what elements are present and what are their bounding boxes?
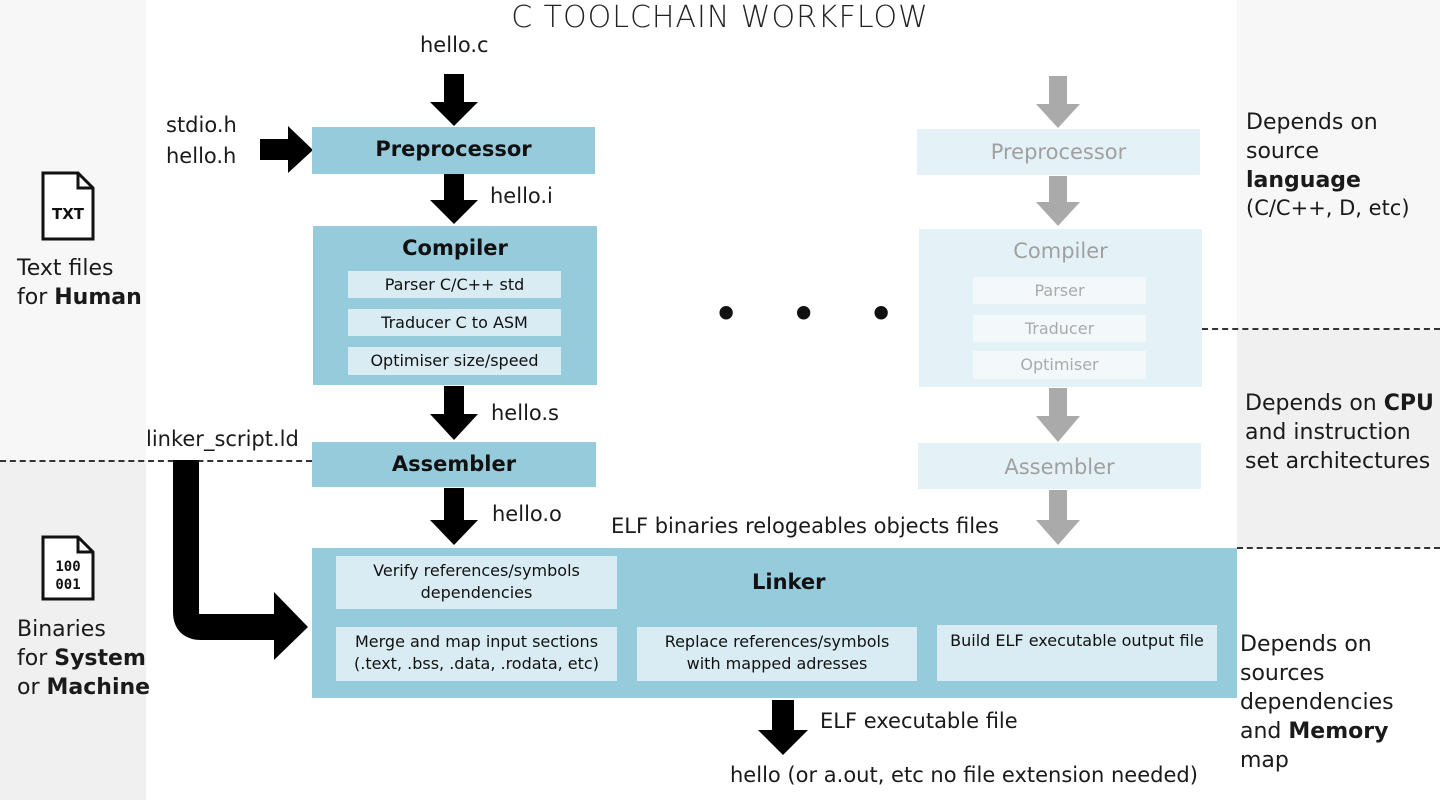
ghost-traducer: Traducer xyxy=(973,315,1146,342)
ghost-optimiser: Optimiser xyxy=(973,351,1146,379)
ellipsis: • • • xyxy=(714,292,914,336)
ghost-parser: Parser xyxy=(973,277,1146,304)
binaries-machine: Machine xyxy=(46,675,151,700)
mem-memory: Memory xyxy=(1288,719,1389,744)
lang-source: source xyxy=(1246,139,1320,164)
mem-and: and xyxy=(1240,719,1289,744)
linker-verify-line1: Verify references/symbols xyxy=(373,561,580,580)
elf-executable-label: ELF executable file xyxy=(820,709,1018,733)
linker-title: Linker xyxy=(752,570,826,594)
language-dependency-note: Depends on source language xyxy=(1246,108,1440,195)
compiler-parser: Parser C/C++ std xyxy=(348,271,561,298)
cpu-cpu: CPU xyxy=(1383,391,1434,416)
page-title: C TOOLCHAIN WORKFLOW xyxy=(511,0,929,35)
assembler-title: Assembler xyxy=(391,452,517,476)
header-files-label: stdio.h hello.h xyxy=(166,110,237,172)
arrow-linker-script-to-linker xyxy=(173,460,276,640)
ghost-assembler-title: Assembler xyxy=(1004,455,1115,479)
text-binary-separator xyxy=(0,460,312,462)
source-file-label: hello.c xyxy=(420,33,489,57)
header-stdio: stdio.h xyxy=(166,113,237,137)
ghost-arrow-3 xyxy=(1036,388,1080,442)
linker-replace-line2: with mapped adresses xyxy=(686,654,868,673)
linker-merge: Merge and map input sections (.text, .bs… xyxy=(336,627,617,681)
text-files-line1: Text files xyxy=(17,256,114,281)
binaries-caption: Binaries for System or Machine xyxy=(17,615,150,702)
linker-verify: Verify references/symbols dependencies xyxy=(336,556,617,609)
ghost-arrow-1 xyxy=(1036,76,1080,128)
cpu-dependency-note: Depends on CPU and instruction set archi… xyxy=(1245,389,1434,476)
arrow-compiler-to-assembler xyxy=(430,386,478,440)
cpu-depends-on: Depends on xyxy=(1245,391,1384,416)
linker-merge-line1: Merge and map input sections xyxy=(354,632,599,651)
preprocessor-box: Preprocessor xyxy=(312,127,595,174)
preprocessed-file-label: hello.i xyxy=(490,184,553,208)
cpu-memory-separator xyxy=(1237,547,1440,549)
cpu-line2: and instruction xyxy=(1245,420,1411,445)
assembly-file-label: hello.s xyxy=(491,401,559,425)
assembler-box: Assembler xyxy=(312,442,596,487)
ghost-arrow-2 xyxy=(1036,176,1080,226)
language-zone xyxy=(1237,0,1440,330)
binaries-for: for xyxy=(17,646,55,671)
mem-line2: sources xyxy=(1240,661,1325,686)
compiler-title: Compiler xyxy=(402,236,508,260)
binaries-zone xyxy=(0,460,146,800)
lang-line1: Depends on xyxy=(1246,110,1378,135)
ghost-arrow-4 xyxy=(1036,490,1080,545)
ghost-assembler-box: Assembler xyxy=(918,443,1201,489)
ghost-compiler-title: Compiler xyxy=(1013,239,1108,263)
arrow-headers-to-preprocessor xyxy=(260,126,313,173)
cpu-line3: set architectures xyxy=(1245,449,1431,474)
object-file-label: hello.o xyxy=(492,502,562,526)
text-files-caption: Text files for Human xyxy=(17,254,142,312)
mem-line1: Depends on xyxy=(1240,632,1372,657)
linker-replace-line1: Replace references/symbols xyxy=(664,632,890,651)
ghost-preprocessor-title: Preprocessor xyxy=(990,140,1127,164)
binaries-line1: Binaries xyxy=(17,617,106,642)
mem-map: map xyxy=(1240,748,1289,773)
cpu-zone xyxy=(1237,330,1440,548)
arrow-preprocessor-to-compiler xyxy=(430,174,478,224)
language-cpu-separator xyxy=(1202,328,1440,330)
compiler-optimiser: Optimiser size/speed xyxy=(348,347,561,375)
text-files-human: Human xyxy=(54,285,142,310)
elf-objects-label: ELF binaries relogeables objects files xyxy=(611,514,999,538)
arrow-source-to-preprocessor xyxy=(430,74,478,126)
output-file-label: hello (or a.out, etc no file extension n… xyxy=(730,763,1198,787)
language-examples: (C/C++, D, etc) xyxy=(1246,196,1410,220)
arrow-assembler-to-linker xyxy=(430,488,478,545)
compiler-traducer: Traducer C to ASM xyxy=(348,309,561,336)
linker-replace: Replace references/symbols with mapped a… xyxy=(637,627,917,681)
preprocessor-title: Preprocessor xyxy=(375,137,532,161)
header-hello: hello.h xyxy=(166,144,237,168)
txt-icon-label: TXT xyxy=(52,205,85,223)
lang-language: language xyxy=(1246,168,1361,193)
arrow-linker-to-output xyxy=(758,700,808,755)
linker-script-label: linker_script.ld xyxy=(146,427,299,451)
binary-file-icon: 100 001 xyxy=(40,534,96,606)
binaries-system: System xyxy=(54,646,146,671)
linker-verify-line2: dependencies xyxy=(420,583,533,602)
binaries-or: or xyxy=(17,675,47,700)
linker-merge-line2: (.text, .bss, .data, .rodata, etc) xyxy=(354,654,599,673)
linker-build: Build ELF executable output file xyxy=(937,625,1217,681)
txt-file-icon: TXT xyxy=(40,170,96,246)
text-files-for: for xyxy=(17,285,55,310)
bin-icon-line1: 100 xyxy=(55,559,80,575)
mem-line3: dependencies xyxy=(1240,690,1394,715)
bin-icon-line2: 001 xyxy=(55,577,80,593)
ghost-preprocessor-box: Preprocessor xyxy=(917,129,1200,175)
memory-dependency-note: Depends on sources dependencies and Memo… xyxy=(1240,630,1440,775)
